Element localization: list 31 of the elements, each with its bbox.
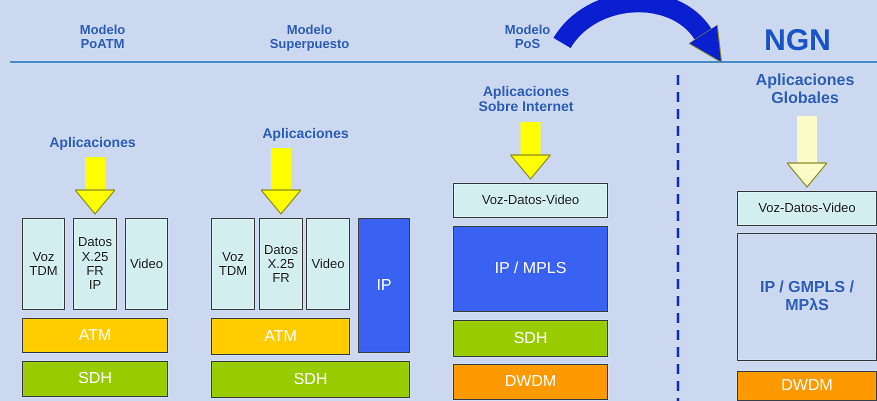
block-arrow xyxy=(74,157,116,215)
block-arrow xyxy=(510,122,552,180)
service-layer-box: Datos X.25 FR xyxy=(259,218,303,310)
ngn-heading: NGN xyxy=(735,18,860,62)
dwdm-layer-box: DWDM xyxy=(453,364,608,400)
ip-layer-box: IP xyxy=(358,218,410,353)
service-layer-box: Voz-Datos-Video xyxy=(737,191,877,226)
service-layer-box: Video xyxy=(306,218,350,310)
applications-label: Aplicaciones Globales xyxy=(745,68,865,112)
model-heading: Modelo PoATM xyxy=(65,20,140,54)
service-layer-box: Voz TDM xyxy=(211,218,255,310)
applications-label: Aplicaciones xyxy=(35,133,150,153)
ip-layer-box: IP / MPLS xyxy=(453,226,608,312)
service-layer-box: Datos X.25 FR IP xyxy=(73,218,117,310)
service-layer-box: Video xyxy=(125,218,168,310)
service-layer-box: Voz TDM xyxy=(22,218,65,310)
block-arrow xyxy=(260,148,302,215)
service-layer-box: Voz-Datos-Video xyxy=(453,183,608,218)
model-heading: Modelo Superpuesto xyxy=(262,20,357,54)
atm-layer-box: ATM xyxy=(211,318,350,355)
network-layer-box: IP / GMPLS / MPλS xyxy=(737,233,877,361)
applications-label: Aplicaciones xyxy=(248,124,363,144)
applications-label: Aplicaciones Sobre Internet xyxy=(463,80,589,118)
dwdm-layer-box: DWDM xyxy=(737,371,877,401)
model-heading: Modelo PoS xyxy=(495,20,560,54)
atm-layer-box: ATM xyxy=(22,318,168,353)
sdh-layer-box: SDH xyxy=(211,361,410,398)
curved-arrow xyxy=(554,0,725,61)
block-arrow xyxy=(786,116,828,188)
sdh-layer-box: SDH xyxy=(22,361,168,397)
sdh-layer-box: SDH xyxy=(453,320,608,357)
